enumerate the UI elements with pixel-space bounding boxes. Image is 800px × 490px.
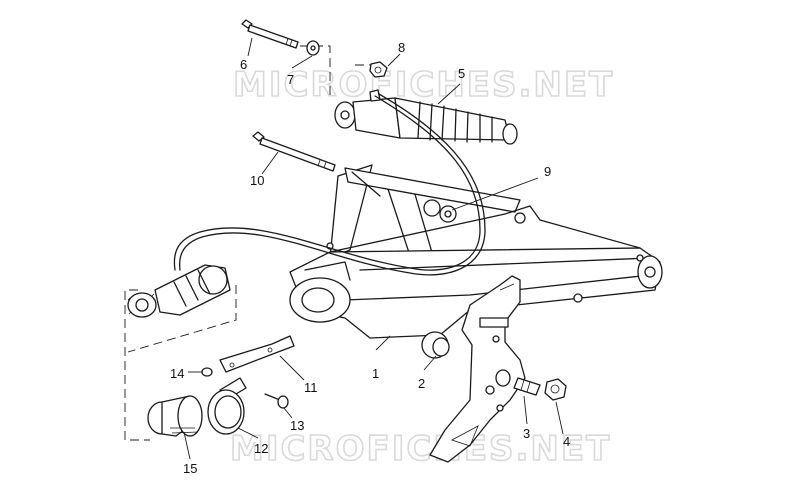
- swingarm: [289, 164, 663, 359]
- callout-8: 8: [398, 40, 405, 55]
- spacer-9: [423, 199, 457, 223]
- callout-4: 4: [563, 434, 570, 449]
- bracket-plate: [429, 275, 526, 463]
- callout-12: 12: [254, 441, 268, 456]
- callout-14: 14: [170, 366, 184, 381]
- callout-3: 3: [523, 426, 530, 441]
- clamp-12: [207, 377, 247, 435]
- watermark-top: MICROFICHES.NET: [233, 65, 614, 105]
- callout-10: 10: [250, 173, 264, 188]
- callouts: 1 2 3 4 5 6 7 8 9 10 11 12 13 14 15: [170, 40, 570, 476]
- bolt-10: [252, 131, 336, 172]
- sleeve-15: [147, 395, 203, 437]
- callout-7: 7: [287, 72, 294, 87]
- watermark-bottom: MICROFICHES.NET: [230, 429, 611, 469]
- callout-15: 15: [183, 461, 197, 476]
- callout-2: 2: [418, 376, 425, 391]
- reservoir: [127, 264, 231, 318]
- callout-9: 9: [544, 164, 551, 179]
- screw-13: [264, 393, 289, 409]
- callout-6: 6: [240, 57, 247, 72]
- stud-and-nut: [495, 369, 567, 401]
- callout-5: 5: [458, 66, 465, 81]
- assembly-guides: [124, 45, 372, 441]
- nut-8: [369, 61, 388, 78]
- leader-lines: [183, 37, 564, 460]
- plate-11: [219, 335, 295, 373]
- callout-13: 13: [290, 418, 304, 433]
- bolt-6: [241, 19, 320, 56]
- screw-14: [201, 367, 213, 377]
- shock-absorber: [173, 89, 518, 276]
- callout-1: 1: [372, 366, 379, 381]
- callout-11: 11: [304, 380, 318, 395]
